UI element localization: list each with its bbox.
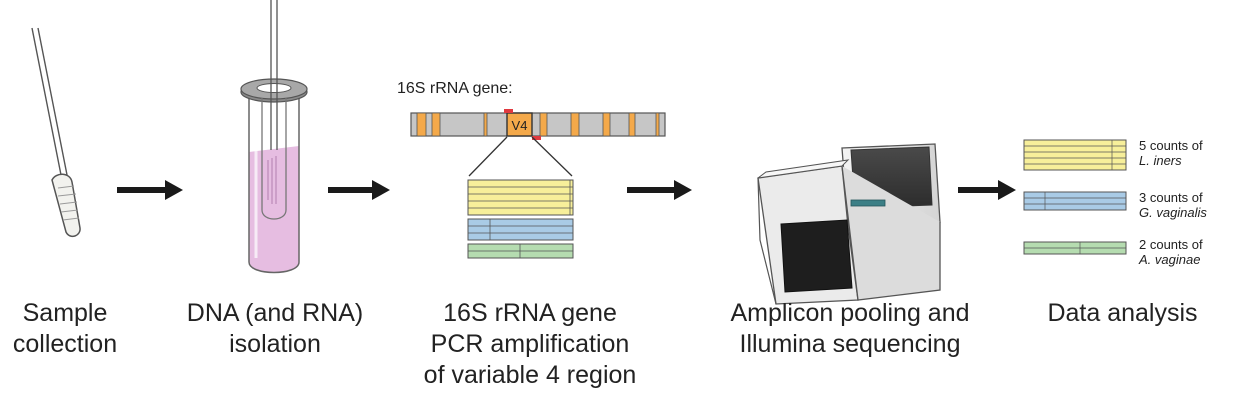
swab-icon: [31, 27, 81, 238]
read-stack-0: [1023, 139, 1127, 171]
v4-label: V4: [512, 118, 528, 133]
result-label-2: 2 counts of A. vaginae: [1139, 237, 1203, 267]
step-label-line: 16S rRNA gene: [443, 299, 617, 327]
result-label-1: 3 counts of G. vaginalis: [1139, 190, 1207, 220]
step-label-line: of variable 4 region: [423, 361, 637, 389]
variable-region: [416, 112, 427, 137]
v4-region: [506, 112, 533, 137]
variable-region: [655, 112, 660, 137]
zoom-line-left: [468, 136, 508, 177]
result-label-0: 5 counts of L. iners: [1139, 138, 1203, 168]
arrow-head: [998, 180, 1016, 200]
step-label-analysis: Data analysis: [1010, 298, 1235, 329]
sequencer-icon: [757, 143, 941, 305]
forward-primer: [504, 109, 513, 113]
gene-title: 16S rRNA gene:: [397, 80, 513, 97]
step-label-line: Amplicon pooling and: [730, 299, 970, 327]
arrow-head: [165, 180, 183, 200]
species-name: L. iners: [1139, 153, 1182, 168]
step-label-sample: Sample collection: [0, 298, 130, 360]
amplicon-block: [467, 218, 574, 241]
count-text: 5 counts of: [1139, 138, 1203, 153]
arrow-head: [674, 180, 692, 200]
species-name: G. vaginalis: [1139, 205, 1207, 220]
step-label-line: Data analysis: [1047, 299, 1198, 327]
reverse-primer: [532, 136, 541, 140]
step-label-isolation: DNA (and RNA) isolation: [160, 298, 390, 360]
variable-region: [628, 112, 636, 137]
variable-region: [431, 112, 441, 137]
species-name: A. vaginae: [1139, 252, 1201, 267]
gene-map: V4: [410, 109, 666, 177]
variable-region: [483, 112, 488, 137]
read-stack-1: [1023, 191, 1127, 211]
step-label-line: Illumina sequencing: [739, 330, 961, 358]
amplicon-block: [467, 179, 574, 216]
variable-region: [539, 112, 548, 137]
step-label-line: isolation: [229, 330, 321, 358]
arrows: [117, 180, 1016, 200]
step-label-line: Sample: [22, 299, 108, 327]
zoom-line-right: [531, 136, 573, 177]
step-label-line: PCR amplification: [430, 330, 630, 358]
variable-region: [602, 112, 611, 137]
step-label-line: DNA (and RNA): [186, 299, 364, 327]
variable-region: [570, 112, 580, 137]
step-label-sequencing: Amplicon pooling and Illumina sequencing: [700, 298, 1000, 360]
tube-icon: [240, 0, 308, 274]
count-text: 3 counts of: [1139, 190, 1203, 205]
step-label-line: collection: [12, 330, 118, 358]
amplicon-stack: [467, 139, 1127, 259]
arrow-head: [372, 180, 390, 200]
gene-bar: [410, 112, 666, 137]
count-text: 2 counts of: [1139, 237, 1203, 252]
step-label-pcr: 16S rRNA gene PCR amplification of varia…: [405, 298, 655, 391]
